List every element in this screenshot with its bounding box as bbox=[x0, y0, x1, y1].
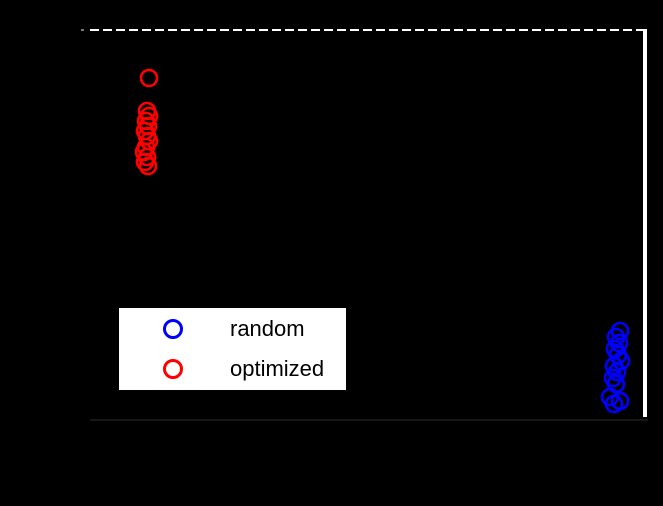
optimized-data-point bbox=[138, 156, 158, 176]
optimized-data-point bbox=[135, 152, 155, 172]
random-data-point bbox=[604, 394, 624, 414]
optimized-data-point bbox=[139, 68, 159, 88]
legend: random optimized bbox=[117, 306, 348, 392]
legend-label-optimized: optimized bbox=[230, 356, 325, 381]
legend-label-random: random bbox=[230, 316, 305, 341]
legend-entry-random: random bbox=[119, 310, 346, 348]
legend-entry-optimized: optimized bbox=[119, 350, 346, 388]
random-circle-marker-icon bbox=[163, 319, 183, 339]
left-tick-mark bbox=[81, 29, 84, 31]
optimized-circle-marker-icon bbox=[163, 359, 183, 379]
